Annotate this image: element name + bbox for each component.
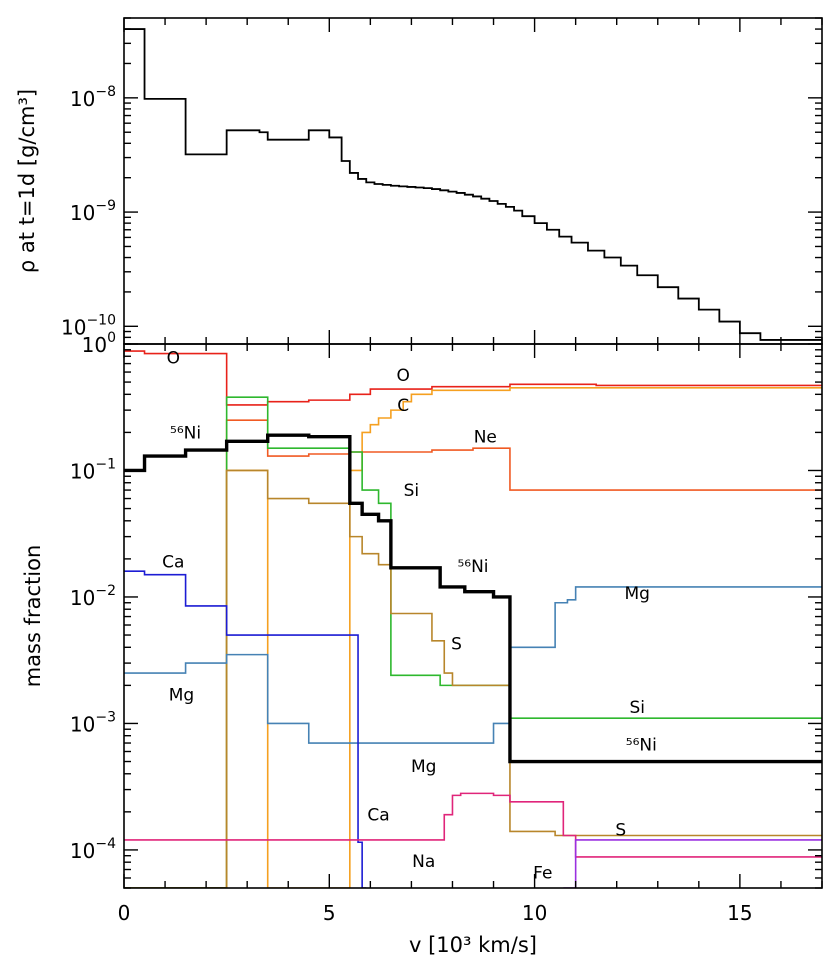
y-tick-label: 10−3 [70,709,116,736]
series-line-C-1 [124,387,822,888]
y-axis-title: mass fraction [21,545,45,688]
series-annotation: O [167,349,180,369]
series-line-Ni-9 [124,433,822,764]
series-annotation: Ca [162,553,184,573]
y-axis-title: ρ at t=1d [g/cm³] [15,89,39,273]
y-tick-label: 10−9 [70,198,116,225]
series-line-S-4 [124,469,822,888]
density-panel: 10−10 10−9 10−8 ρ at t=1d [g/cm³] [15,17,823,345]
series-annotation: Mg [625,584,650,604]
series-annotation: S [615,821,626,841]
y-tick-label: 10−8 [70,84,116,111]
series-annotation: Si [404,481,420,501]
x-tick-label: 10 [522,901,547,925]
series-line-O-0 [124,350,822,406]
y-tick-label: 10−10 [61,312,116,339]
series-annotation: O [397,366,410,386]
x-tick-label: 5 [323,901,336,925]
series-line-Mg-5 [124,586,822,744]
series-line-Fe-8 [563,839,822,888]
plot-frame [123,17,823,345]
series-annotation: Ca [367,806,389,826]
series-annotation: C [397,396,409,416]
x-tick-label: 0 [118,901,131,925]
series-annotation: Ne [474,428,497,448]
x-axis-title: v [10³ km/s] [409,933,537,957]
plot-frame [123,343,823,889]
y-tick-label: 10−1 [70,456,116,483]
x-tick-label: 15 [727,901,752,925]
y-tick-label: 10−2 [70,583,116,610]
y-tick-label: 10−4 [70,836,116,863]
series-annotation: ⁵⁶Ni [626,736,657,756]
series-annotation: Mg [411,757,436,777]
y-tick-label: 100 [82,330,116,357]
series-annotation: S [451,634,462,654]
series-line-Na-7 [124,792,822,858]
series-line-density-0 [124,28,822,341]
series-annotation: Mg [169,685,194,705]
mass-fraction-panel: 10−4 10−3 10−2 10−1 100 0 5 10 15 mass fraction v … [21,330,823,957]
series-line-Ca-6 [124,570,367,888]
series-annotation: Fe [533,864,552,884]
series-annotation: Na [412,852,435,872]
series-annotation: ⁵⁶Ni [457,557,488,577]
series-annotation: ⁵⁶Ni [170,423,201,443]
series-annotation: Si [629,698,645,718]
